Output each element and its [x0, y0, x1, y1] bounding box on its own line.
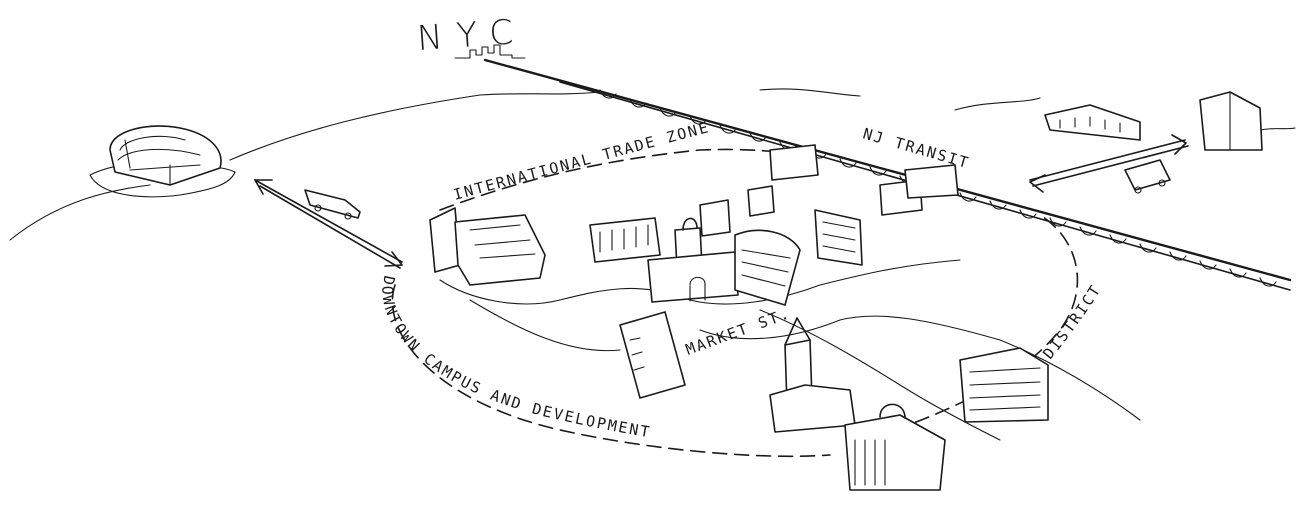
church-icon — [769, 317, 856, 433]
connection-arrow-east — [1029, 134, 1189, 193]
stadium-icon — [89, 125, 236, 198]
central-buildings — [429, 144, 1141, 441]
warehouse-icon — [1044, 104, 1141, 141]
trade-zone-label: INTERNATIONAL TRADE ZONE — [451, 118, 711, 204]
horizon-line — [9, 88, 1296, 241]
nyc-skyline-icon — [454, 44, 526, 59]
bus-icon — [304, 189, 361, 220]
courthouse-icon — [844, 403, 946, 491]
office-block-icon — [959, 347, 1049, 423]
connection-arrow-west — [254, 179, 403, 269]
nyc-label: NYC — [416, 11, 529, 59]
depot-icon — [1199, 91, 1263, 151]
truck-icon — [1124, 159, 1171, 194]
market-street-label: MARKET ST. — [683, 304, 793, 359]
downtown-label: DOWNTOWN CAMPUS AND DEVELOPMENT — [378, 274, 652, 441]
district-label: DISTRICT — [1039, 281, 1105, 363]
